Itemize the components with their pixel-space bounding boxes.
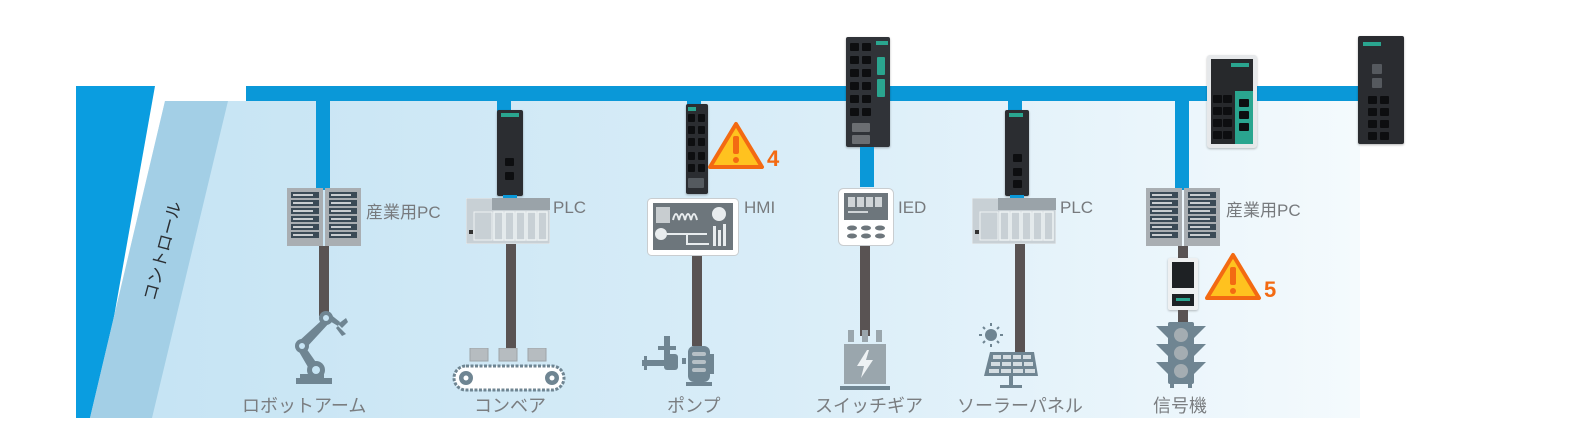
- din-rail-switch-2[interactable]: [497, 110, 523, 196]
- serial-gateway[interactable]: [1168, 258, 1198, 310]
- traffic-light-icon: [1156, 322, 1206, 388]
- controller-label-1: 産業用PC: [366, 203, 441, 222]
- managed-switch-top-1[interactable]: [1207, 55, 1257, 148]
- industrial-pc-icon-2: [1146, 188, 1220, 246]
- bus-drop-6: [1175, 100, 1189, 190]
- controller-label-2: PLC: [553, 198, 587, 217]
- din-rail-switch-5[interactable]: [1005, 110, 1029, 196]
- field-device-label-3: ポンプ: [667, 396, 721, 417]
- hmi-icon: [647, 198, 739, 256]
- field-device-label-5: ソーラーパネル: [957, 396, 1083, 417]
- solar-panel-icon: [979, 323, 1038, 388]
- field-device-label-1: ロボットアーム: [242, 396, 367, 417]
- pump-icon: [642, 336, 714, 386]
- managed-switch-top-2[interactable]: [1358, 36, 1404, 144]
- field-cable-2: [506, 244, 516, 350]
- industrial-pc-icon: [287, 188, 361, 246]
- bus-drop-4: [860, 147, 874, 187]
- controller-label-4: IED: [898, 198, 927, 217]
- din-rail-switch-3[interactable]: [686, 104, 708, 194]
- field-device-label-4: スイッチギア: [815, 396, 923, 417]
- conveyor-icon: [452, 348, 566, 392]
- warning-count-4: 4: [767, 146, 780, 171]
- zone-dark-edge: [76, 86, 155, 418]
- ied-icon: [838, 188, 894, 246]
- plc-icon-2: [972, 198, 1056, 244]
- warning-icon-4[interactable]: [707, 121, 765, 171]
- robot-arm-icon: [295, 311, 348, 384]
- controller-label-6: 産業用PC: [1226, 201, 1301, 220]
- core-switch[interactable]: [846, 37, 890, 147]
- switchgear-icon: [840, 330, 890, 390]
- field-cable-6b: [1178, 310, 1188, 326]
- field-cable-1: [319, 246, 329, 316]
- network-bus: [246, 86, 1366, 101]
- bus-drop-1: [316, 100, 330, 190]
- controller-label-5: PLC: [1060, 198, 1094, 217]
- field-cable-4: [860, 246, 870, 336]
- zone-fill: [90, 101, 1360, 418]
- field-device-label-2: コンベア: [474, 396, 546, 417]
- zone-band: [90, 101, 228, 418]
- field-cable-6a: [1178, 246, 1188, 260]
- controller-label-3: HMI: [744, 198, 776, 217]
- warning-count-5: 5: [1264, 277, 1277, 302]
- warning-icon-5[interactable]: [1204, 252, 1262, 302]
- field-cable-5: [1015, 244, 1025, 352]
- field-device-label-6: 信号機: [1153, 396, 1207, 417]
- field-cable-3: [692, 256, 702, 346]
- plc-icon: [466, 198, 550, 244]
